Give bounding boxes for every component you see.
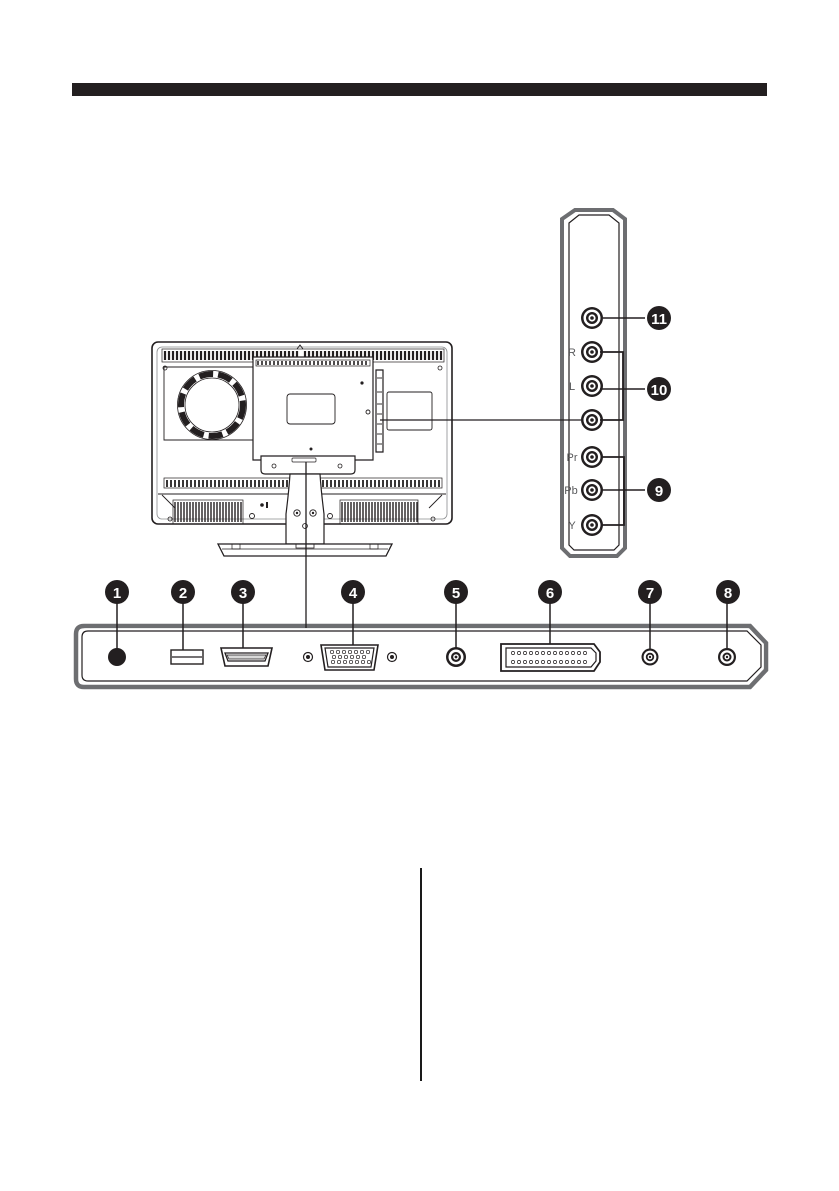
callout-badge-9: 9 <box>647 478 671 502</box>
header-rule <box>72 83 767 96</box>
jack-label-pb: Pb <box>564 485 577 497</box>
port-coax-7[interactable] <box>641 648 659 666</box>
bracket-group-10 <box>600 351 624 421</box>
port-coax-5[interactable] <box>446 647 466 667</box>
callout-number: 3 <box>239 585 247 602</box>
side-jack-pr[interactable] <box>581 446 603 468</box>
circular-mount-ring <box>178 371 246 439</box>
side-connector-panel: R L <box>380 208 645 558</box>
side-jack-11[interactable] <box>581 307 603 329</box>
side-jack-l[interactable] <box>581 375 603 397</box>
callout-badges: 1 2 3 4 5 6 7 <box>105 306 740 604</box>
jack-label-r: R <box>568 347 576 359</box>
jack-label-pr: Pr <box>567 452 578 464</box>
tv-side-connector-strip <box>375 369 384 453</box>
callout-number: 8 <box>724 585 732 602</box>
side-jack-pb[interactable] <box>581 479 603 501</box>
jack-label-y: Y <box>568 520 576 532</box>
top-vent-grille <box>161 344 445 363</box>
callout-number: 6 <box>546 585 554 602</box>
callout-badge-4: 4 <box>341 580 365 604</box>
tv-rear-view <box>151 341 453 557</box>
rear-center-cover <box>252 356 374 461</box>
port-round-jack[interactable] <box>108 648 126 666</box>
callout-badge-6: 6 <box>538 580 562 604</box>
vesa-mount-plate <box>286 393 336 425</box>
side-jack-y[interactable] <box>581 514 603 536</box>
stand-neck <box>285 473 325 545</box>
port-scart[interactable] <box>500 643 601 672</box>
speaker-vent-right <box>339 499 419 525</box>
port-usb[interactable] <box>170 649 204 665</box>
screw-icon <box>162 365 168 371</box>
rear-label-plate <box>386 391 433 431</box>
vertical-divider <box>420 868 422 1081</box>
callout-number: 7 <box>646 585 654 602</box>
bottom-connector-panel <box>73 623 769 690</box>
port-hdmi[interactable] <box>220 647 273 667</box>
callout-number: 2 <box>179 585 187 602</box>
callout-badge-5: 5 <box>444 580 468 604</box>
callout-badge-8: 8 <box>716 580 740 604</box>
callout-badge-2: 2 <box>171 580 195 604</box>
callout-number: 4 <box>349 585 358 602</box>
callout-badge-10: 10 <box>647 377 671 401</box>
screw-icon <box>309 447 313 451</box>
side-jack-video[interactable] <box>581 409 603 431</box>
screw-icon <box>437 365 443 371</box>
stand-bracket <box>260 455 356 475</box>
callout-badge-3: 3 <box>231 580 255 604</box>
speaker-vent-left <box>172 499 244 525</box>
bracket-group-9 <box>601 456 625 526</box>
side-jack-r[interactable] <box>581 341 603 363</box>
callout-number: 9 <box>655 483 663 500</box>
callout-badge-7: 7 <box>638 580 662 604</box>
port-coax-8[interactable] <box>718 648 736 666</box>
stand-base <box>216 543 394 557</box>
callout-number: 5 <box>452 585 460 602</box>
callout-badge-1: 1 <box>105 580 129 604</box>
port-vga[interactable] <box>302 644 398 671</box>
callout-number: 1 <box>113 585 121 602</box>
callout-badge-11: 11 <box>647 306 671 330</box>
callout-number: 11 <box>651 311 667 328</box>
callout-number: 10 <box>651 382 668 399</box>
jack-label-l: L <box>569 381 575 393</box>
callout-leader-lines <box>116 603 728 650</box>
